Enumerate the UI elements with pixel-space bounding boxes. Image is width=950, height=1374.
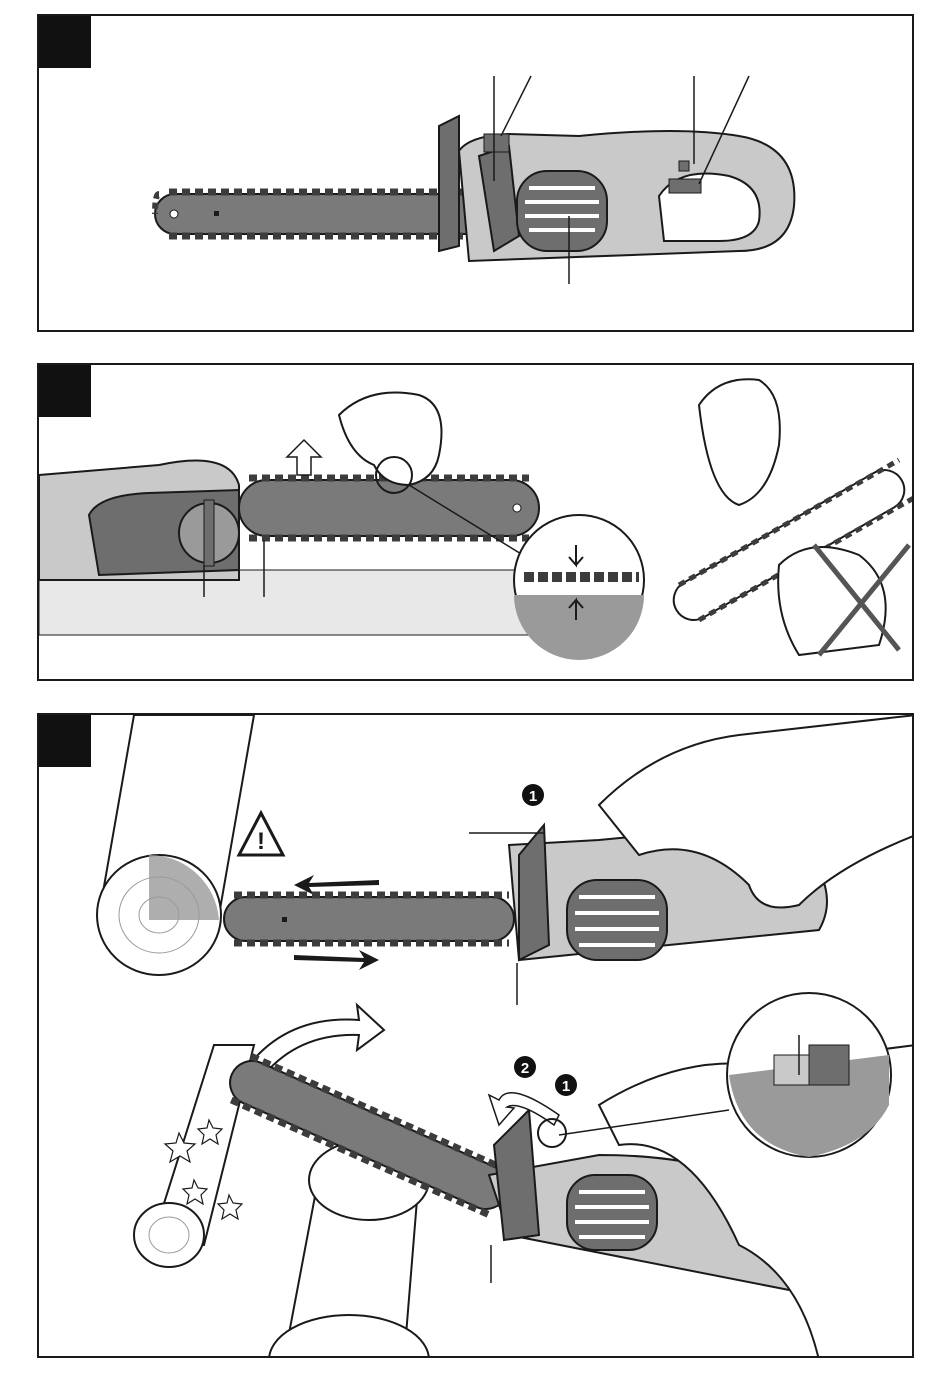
chainsaw-illustration xyxy=(39,16,914,332)
warning-triangle-icon: ! xyxy=(239,813,283,855)
panel-chain-tension xyxy=(37,363,914,681)
warning-symbol: ! xyxy=(257,828,265,855)
chain-tension-illustration xyxy=(39,365,914,681)
guide-bar-upper xyxy=(224,895,514,943)
tension-detail-magnifier xyxy=(514,515,644,660)
step-number-1b: 1 xyxy=(562,1078,570,1095)
wrong-handling-illustration xyxy=(666,379,914,655)
kickback-illustration: ! 1 xyxy=(39,715,914,1358)
vent-grille xyxy=(517,171,607,251)
panel-chainsaw-overview xyxy=(37,14,914,332)
step-number-2: 2 xyxy=(521,1060,529,1077)
hand-guard-lower xyxy=(494,1110,539,1240)
brake-detail-magnifier xyxy=(727,993,891,1157)
up-arrow-icon xyxy=(287,440,321,475)
step-number-1: 1 xyxy=(529,788,537,805)
hand-guard xyxy=(439,116,459,251)
panel-kickback: ! 1 xyxy=(37,713,914,1358)
log-upper xyxy=(97,715,254,975)
guide-bar xyxy=(155,192,485,236)
trigger-switch xyxy=(669,179,701,193)
hand-lifting-chain xyxy=(339,393,442,486)
tension-knob xyxy=(484,134,509,152)
guide-bar xyxy=(239,478,539,538)
push-arrow-icon xyxy=(294,950,379,970)
vent-grille-lower xyxy=(567,1175,657,1250)
vent-grille-upper xyxy=(567,880,667,960)
lock-off-button xyxy=(679,161,689,171)
